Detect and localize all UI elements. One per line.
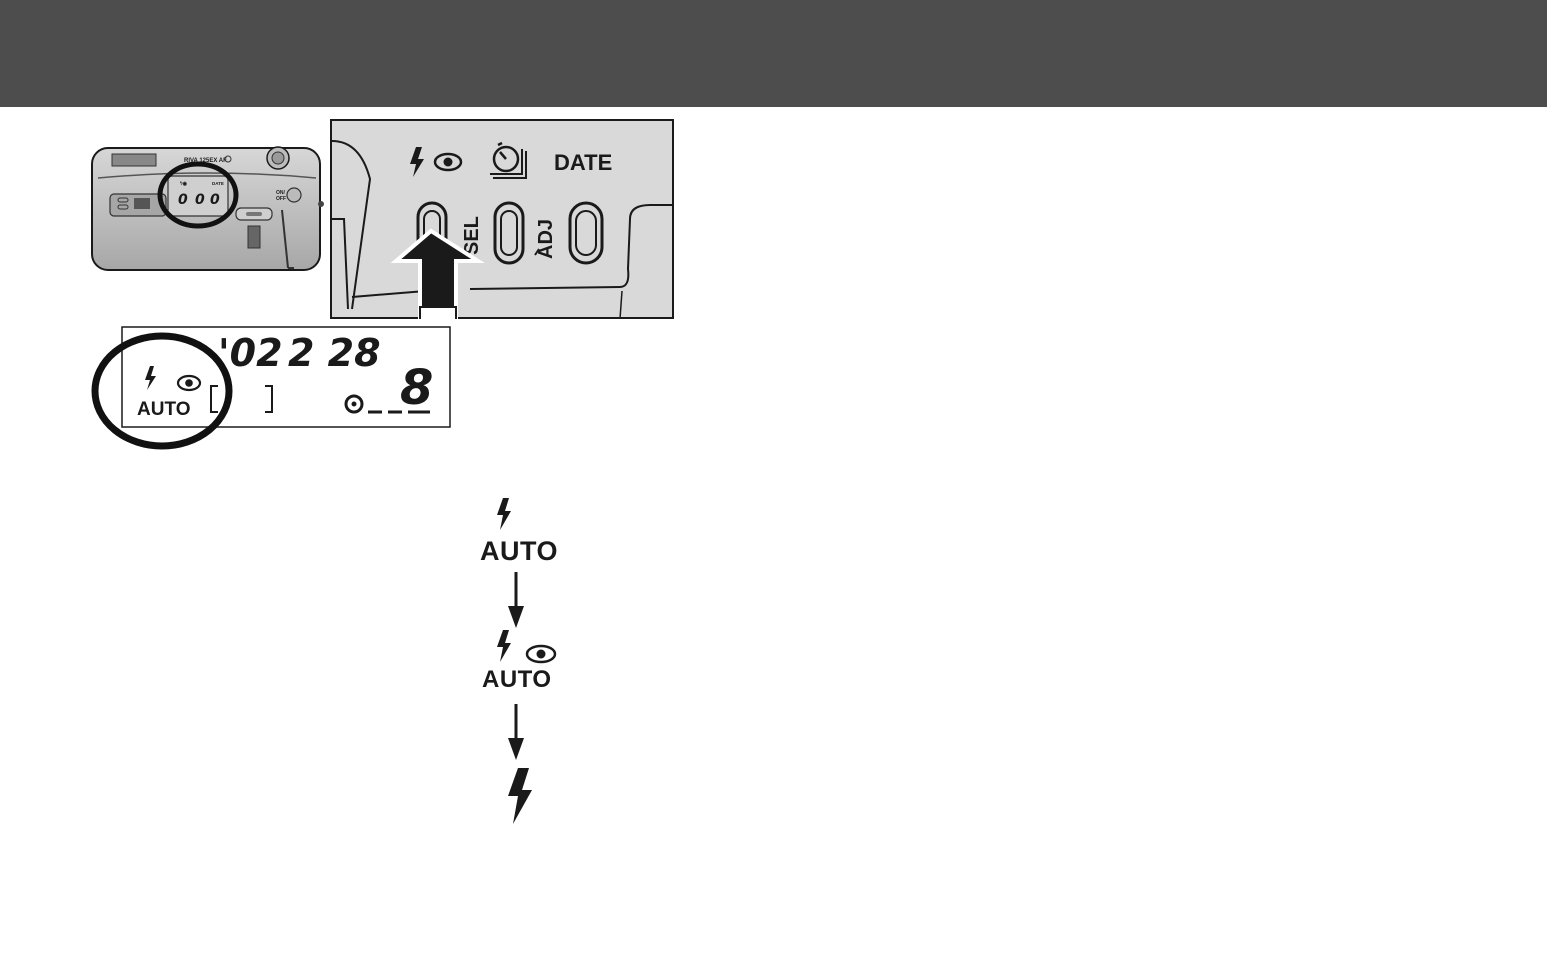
svg-text:0: 0 — [195, 192, 205, 208]
flash-icon — [410, 147, 424, 177]
svg-text:0: 0 — [178, 192, 188, 208]
flash-mode-2-label: AUTO — [482, 666, 552, 693]
camera-model-label: RIVA 125EX AF — [184, 158, 227, 164]
flash-mode-sequence: AUTO AUTO — [468, 496, 568, 836]
date-button[interactable] — [568, 201, 604, 265]
self-timer-icon — [490, 141, 527, 179]
sel-label: SEL — [461, 216, 483, 255]
switch-label-top: ON/ — [276, 190, 286, 196]
date-button-label: DATE — [554, 150, 612, 175]
panel-highlight-circle — [157, 161, 239, 229]
flash-mode-1-label: AUTO — [480, 536, 559, 566]
down-arrow-icon — [508, 704, 524, 760]
red-eye-icon — [176, 374, 202, 392]
lcd-date-year: '02 — [218, 331, 283, 375]
adj-label: ADJ — [535, 219, 557, 259]
film-cartridge-icon — [344, 394, 364, 414]
flash-icon — [508, 768, 532, 824]
camera-lcd-panel — [167, 175, 229, 217]
flash-mode-highlight-circle — [91, 332, 233, 450]
svg-text:ϟ◉: ϟ◉ — [180, 181, 188, 187]
svg-text:0: 0 — [210, 192, 220, 208]
lcd-auto-label: AUTO — [137, 399, 190, 420]
lcd-frame — [121, 326, 451, 428]
switch-label-bottom: OFF — [276, 196, 286, 202]
lcd-frame-counter: 8 — [400, 360, 433, 416]
camera-overview-illustration: RIVA 125EX AF ϟ◉ DATE 0 0 0 ON/ OFF — [91, 146, 324, 271]
panel-date-label: DATE — [212, 181, 224, 186]
red-eye-icon — [525, 644, 557, 664]
press-arrow-icon — [390, 228, 485, 319]
flash-icon — [145, 366, 156, 390]
lcd-date-month-day: 2 28 — [288, 331, 381, 375]
flash-icon — [497, 498, 511, 530]
button-closeup-illustration: DATE SEL ADJ — [330, 119, 674, 319]
viewfinder-window — [111, 153, 157, 167]
lcd-display-illustration: '02 2 28 AUTO 8 — [91, 326, 451, 450]
down-arrow-icon — [508, 572, 524, 628]
header-bar — [0, 0, 1547, 107]
flash-icon — [497, 630, 511, 662]
red-eye-icon — [433, 152, 463, 172]
